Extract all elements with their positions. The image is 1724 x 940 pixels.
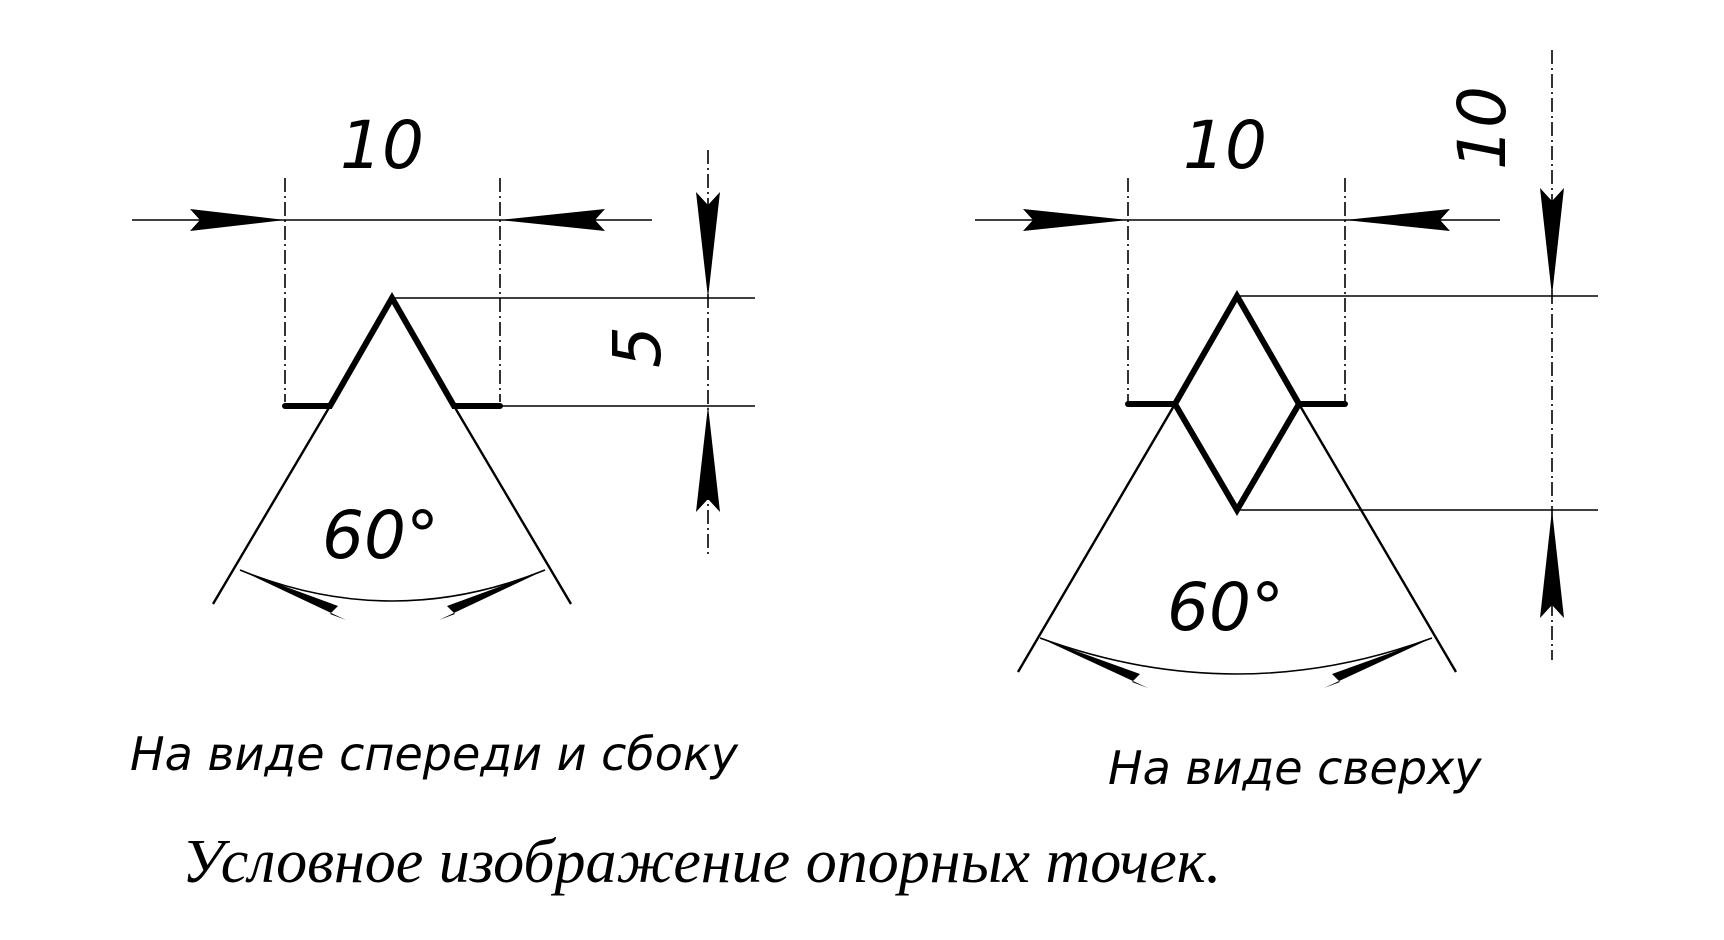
left-support-symbol — [282, 291, 503, 409]
left-height-dim-text: 5 — [599, 326, 676, 368]
left-angle-arrow-right — [439, 570, 545, 620]
left-width-arrow-right — [500, 209, 605, 231]
right-height-arrow-top — [1540, 188, 1564, 296]
right-width-arrow-left — [1023, 209, 1128, 231]
left-height-arrow-top — [696, 192, 720, 298]
left-width-dim-text: 10 — [340, 107, 424, 184]
right-width-dim-text: 10 — [1183, 107, 1267, 184]
left-angle-side-left — [211, 405, 332, 605]
left-view: 10 5 60° На виде спереди и сбоку — [130, 107, 755, 781]
left-width-arrow-left — [190, 209, 285, 231]
right-angle-arc — [1039, 637, 1433, 675]
right-view-label: На виде сверху — [1108, 741, 1482, 795]
right-angle-arrow-left — [1040, 638, 1148, 688]
right-angle-dim-text: 60° — [1167, 569, 1284, 646]
left-angle-dim-text: 60° — [322, 497, 439, 574]
right-view: 10 10 60° На виде сверху — [975, 50, 1598, 795]
right-support-symbol — [1171, 289, 1303, 516]
right-angle-side-left — [1016, 403, 1177, 673]
right-height-dim-text: 10 — [1444, 86, 1521, 170]
figure-caption: Условное изображение опорных точек. — [182, 828, 1221, 896]
right-height-arrow-bottom — [1540, 510, 1564, 618]
right-width-arrow-right — [1345, 209, 1450, 231]
right-angle-arrow-right — [1324, 638, 1432, 688]
left-angle-arrow-left — [240, 570, 346, 620]
right-angle-side-right — [1297, 403, 1458, 673]
left-angle-arc — [239, 569, 546, 602]
left-view-label: На виде спереди и сбоку — [130, 727, 739, 781]
left-angle-side-right — [452, 405, 573, 605]
left-height-arrow-bottom — [696, 406, 720, 512]
